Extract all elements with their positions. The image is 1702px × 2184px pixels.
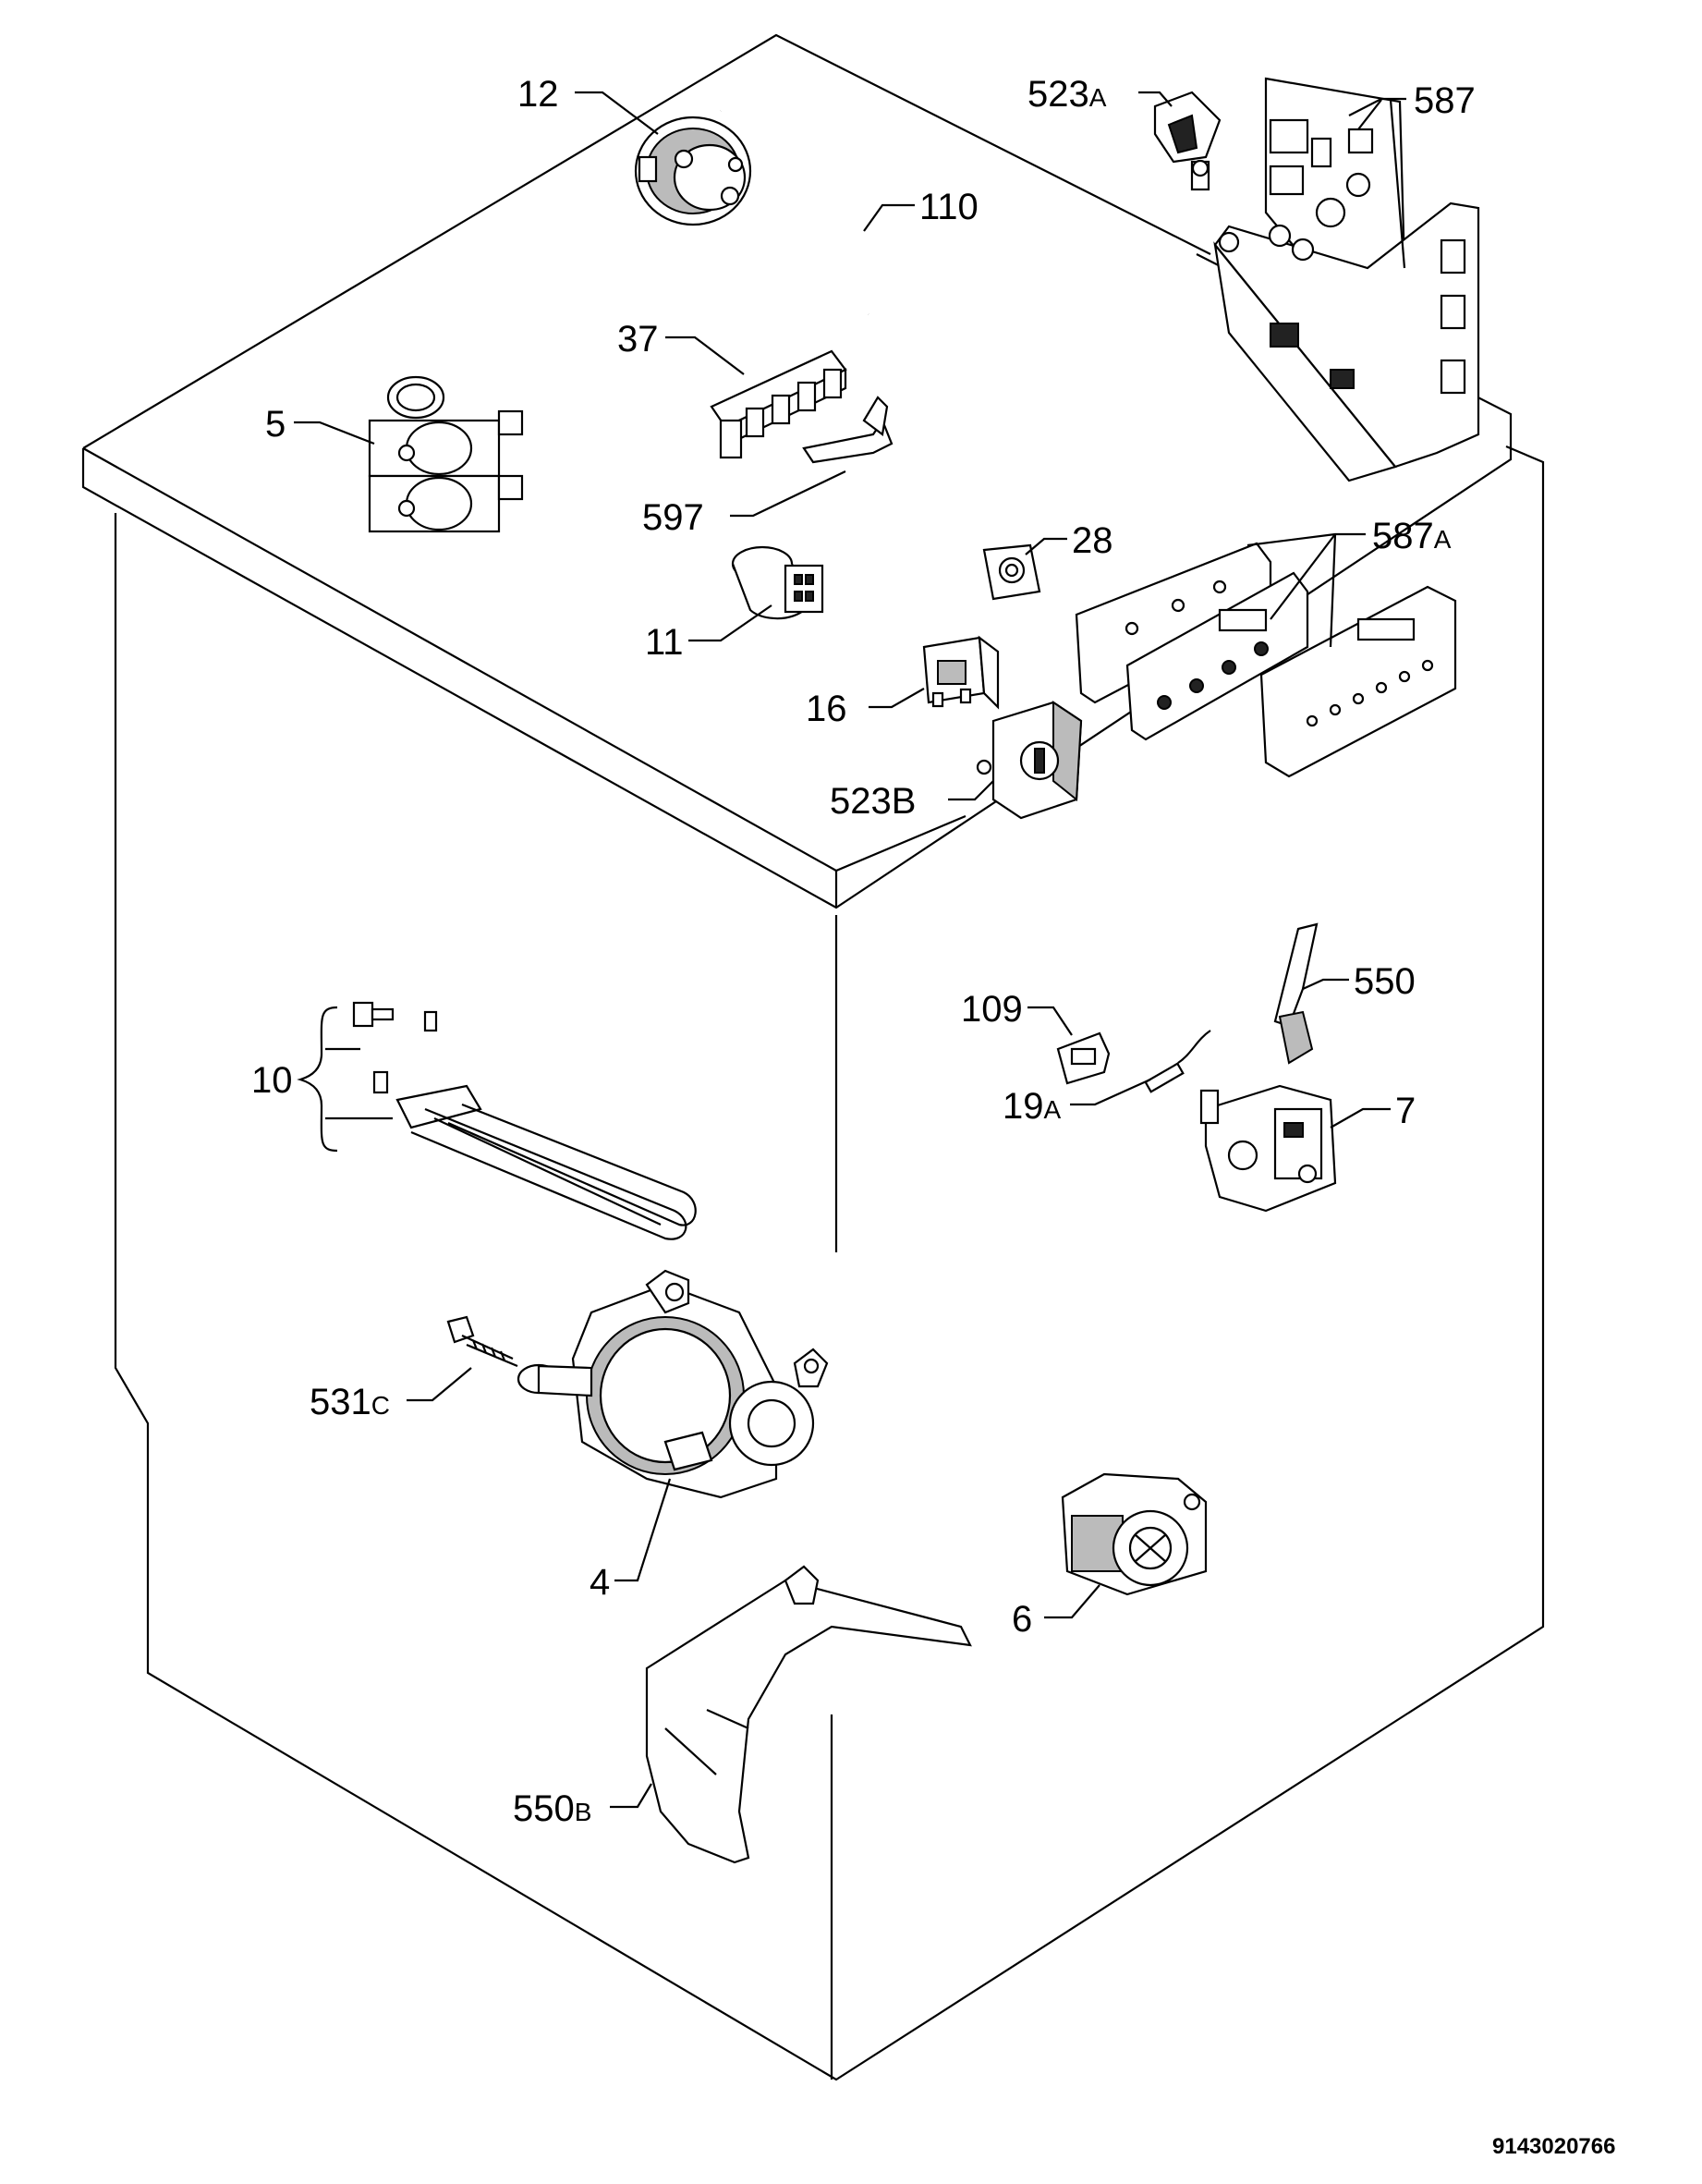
part-37-terminal-block <box>710 349 847 459</box>
part-550-door-lever <box>1273 922 1319 1065</box>
callout-labels: 12 110 37 5 597 11 28 16 523A 587 587A 5… <box>251 74 1476 1829</box>
cabinet-outline <box>81 33 1545 2081</box>
label-550b: 550B <box>513 1788 591 1829</box>
label-109: 109 <box>961 989 1023 1030</box>
label-12: 12 <box>517 74 559 115</box>
label-10: 10 <box>251 1060 293 1101</box>
label-37: 37 <box>617 319 659 360</box>
label-523a-suffix: A <box>1089 83 1107 112</box>
label-11: 11 <box>645 622 684 663</box>
label-5: 5 <box>265 404 286 445</box>
part-10-heating-element <box>352 1001 697 1240</box>
label-16: 16 <box>806 689 847 729</box>
label-4: 4 <box>590 1562 610 1603</box>
label-531c: 531C <box>310 1382 390 1422</box>
label-19a: 19A <box>1003 1086 1062 1127</box>
part-109-clip <box>1056 1031 1111 1085</box>
part-11-capacitor <box>731 545 824 620</box>
label-19a-suffix: A <box>1044 1095 1062 1124</box>
part-7-door-lock <box>1199 1084 1337 1213</box>
part-19a-sensor <box>1144 1030 1211 1093</box>
part-587a-display-boards <box>1075 542 1457 778</box>
label-523a-num: 523 <box>1027 74 1089 115</box>
label-110: 110 <box>919 187 979 227</box>
label-7: 7 <box>1395 1091 1416 1131</box>
label-597: 597 <box>642 497 704 538</box>
label-19a-num: 19 <box>1003 1086 1044 1127</box>
label-523a: 523A <box>1027 74 1107 115</box>
part-587-control-board <box>1213 77 1480 482</box>
part-523a-knob <box>1153 91 1222 191</box>
label-587a-suffix: A <box>1434 525 1452 554</box>
label-531c-suffix: C <box>371 1391 390 1420</box>
part-550b-cover <box>645 1565 972 1864</box>
part-597-clip <box>802 396 894 464</box>
part-12-pressure-switch <box>634 116 752 226</box>
part-4-drain-pump <box>517 1269 829 1499</box>
part-531c-screw <box>446 1315 518 1368</box>
label-587a-num: 587 <box>1372 516 1434 556</box>
leader-lines <box>294 91 1406 1809</box>
label-587: 587 <box>1414 80 1476 121</box>
part-5-inlet-valve <box>368 375 524 533</box>
label-531c-num: 531 <box>310 1382 371 1422</box>
drawing-code: 9143020766 <box>1492 2134 1615 2159</box>
label-550b-num: 550 <box>513 1788 575 1829</box>
label-587a: 587A <box>1372 516 1452 556</box>
label-550: 550 <box>1354 961 1416 1002</box>
part-28-bracket <box>982 543 1041 601</box>
part-6-pump-motor <box>1061 1472 1208 1596</box>
part-110-pressure-hose <box>719 101 870 317</box>
label-550b-suffix: B <box>575 1798 592 1826</box>
label-523b: 523B <box>830 781 916 822</box>
part-523b-selector-housing <box>976 701 1083 820</box>
label-6: 6 <box>1012 1599 1032 1640</box>
part-16-switch <box>922 635 1000 710</box>
label-28: 28 <box>1072 520 1113 561</box>
